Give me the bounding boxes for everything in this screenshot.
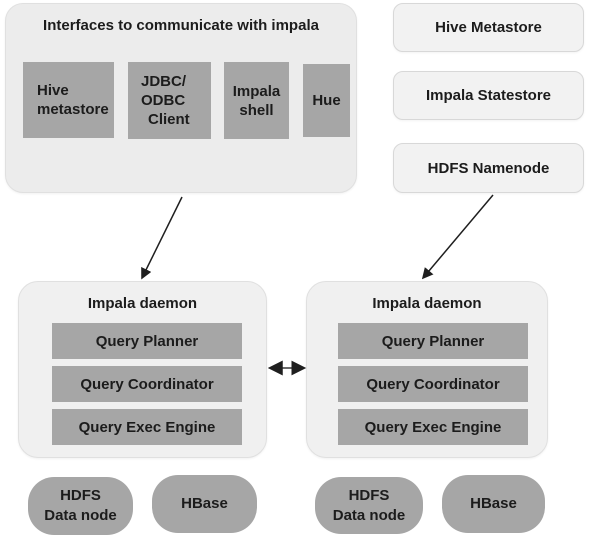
storage-node-hbase-1: HBase	[152, 475, 257, 533]
storage-node-label-line: HBase	[470, 495, 517, 512]
interface-box-hue: Hue	[303, 64, 350, 137]
component-query-exec-engine: Query Exec Engine	[52, 409, 242, 445]
component-query-planner: Query Planner	[338, 323, 528, 359]
storage-node-label-line: Data node	[44, 507, 117, 524]
interface-box-label-line: Hive	[37, 82, 69, 99]
storage-node-hdfs-datanode-2: HDFS Data node	[315, 477, 423, 534]
interface-box-jdbc-odbc-client: JDBC/ ODBC Client	[128, 62, 211, 139]
storage-node-label-line: Data node	[332, 506, 406, 524]
interface-box-label-line: Impala	[232, 82, 281, 100]
storage-node-label-line: HBase	[181, 495, 228, 512]
interface-box-label-line: metastore	[37, 101, 109, 118]
node-label: Hive Metastore	[435, 19, 542, 36]
daemon-title: Impala daemon	[372, 295, 482, 312]
interfaces-panel-title: Interfaces to communicate with impala	[43, 17, 319, 34]
interface-box-impala-shell: Impala shell	[224, 62, 289, 139]
interface-box-label-line: Hue	[312, 92, 341, 109]
interfaces-panel: Interfaces to communicate with impala Hi…	[5, 3, 357, 193]
interface-box-hive-metastore: Hive metastore	[23, 62, 114, 138]
daemon-title: Impala daemon	[87, 295, 198, 312]
component-query-coordinator: Query Coordinator	[52, 366, 242, 402]
storage-node-label-line: HDFS	[60, 487, 101, 504]
storage-node-hbase-2: HBase	[442, 475, 545, 533]
component-query-coordinator: Query Coordinator	[338, 366, 528, 402]
storage-node-hdfs-datanode-1: HDFS Data node	[28, 477, 133, 535]
component-query-exec-engine: Query Exec Engine	[338, 409, 528, 445]
impala-daemon-2: Impala daemon Query Planner Query Coordi…	[306, 281, 548, 458]
interface-box-label-line: shell	[239, 101, 274, 119]
connector-interfaces-to-daemon1	[141, 196, 183, 280]
interface-box-label-line: JDBC/	[141, 73, 187, 90]
node-hdfs-namenode: HDFS Namenode	[393, 143, 584, 193]
connector-namenode-to-daemon2	[421, 194, 494, 280]
interface-box-label-line: Client	[148, 111, 190, 128]
node-label: HDFS Namenode	[427, 159, 550, 177]
node-label: Impala Statestore	[425, 87, 552, 104]
impala-daemon-1: Impala daemon Query Planner Query Coordi…	[18, 281, 267, 458]
interface-box-label-line: ODBC	[141, 92, 186, 109]
storage-node-label-line: HDFS	[348, 486, 390, 504]
node-hive-metastore: Hive Metastore	[393, 3, 584, 52]
component-query-planner: Query Planner	[52, 323, 242, 359]
node-impala-statestore: Impala Statestore	[393, 71, 584, 120]
